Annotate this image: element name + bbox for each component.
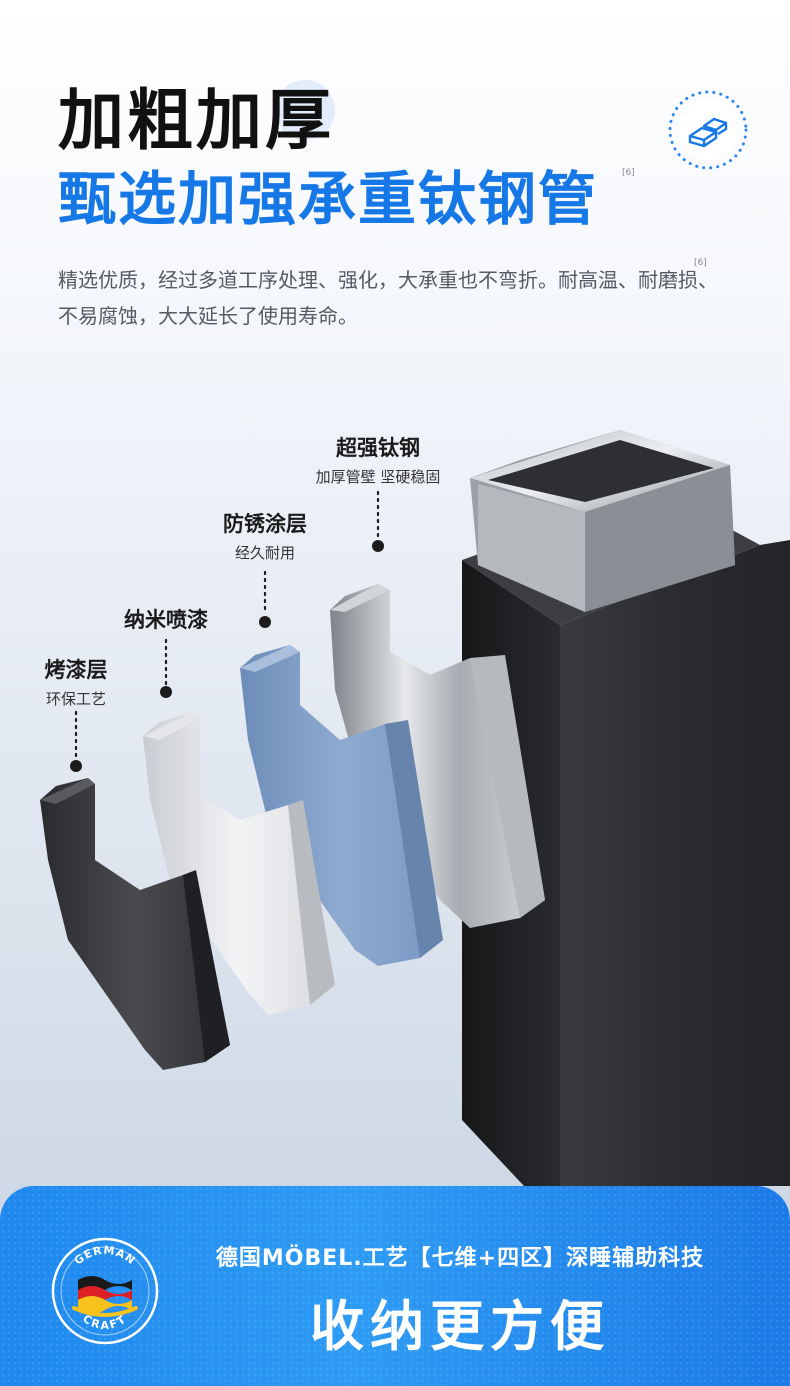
page-title: 加粗加厚 — [58, 82, 334, 159]
label-title: 纳米喷漆 — [124, 608, 208, 632]
steel-ingots-icon — [668, 90, 748, 170]
page-subtitle: 甄选加强承重钛钢管 — [58, 165, 599, 233]
label-baking-paint: 烤漆层 环保工艺 — [16, 654, 136, 709]
description-reference-mark: [6] — [694, 258, 707, 268]
pointer-dot-nano — [160, 686, 172, 698]
product-description: 精选优质，经过多道工序处理、强化，大承重也不弯折。耐高温、耐磨损、不易腐蚀，大大… — [58, 268, 718, 328]
svg-text:GERMAN: GERMAN — [72, 1244, 138, 1268]
label-subtitle: 加厚管壁 坚硬稳固 — [315, 468, 441, 486]
pointer-dot-steel — [372, 540, 384, 552]
german-craft-seal: GERMAN CRAFT — [51, 1237, 159, 1345]
titanium-steel-layer — [330, 584, 545, 928]
svg-text:CRAFT: CRAFT — [80, 1312, 129, 1332]
anti-rust-coating-layer — [240, 645, 443, 966]
label-titanium-steel: 超强钛钢 加厚管壁 坚硬稳固 — [298, 432, 458, 487]
label-nano-paint: 纳米喷漆 — [96, 604, 236, 634]
baking-paint-layer — [40, 778, 230, 1070]
label-subtitle: 经久耐用 — [234, 544, 295, 562]
banner-title: 收纳更方便 — [310, 1295, 610, 1358]
german-flag-icon — [72, 1276, 138, 1317]
label-title: 超强钛钢 — [336, 436, 420, 460]
seal-bottom-text: CRAFT — [80, 1312, 127, 1332]
bottom-banner: GERMAN CRAFT 德国MÖBEL.工艺【七维+四区】深睡辅助科技 收纳更… — [0, 1186, 790, 1386]
banner-subtitle: 德国MÖBEL.工艺【七维+四区】深睡辅助科技 — [215, 1246, 705, 1271]
pointer-dot-rust — [259, 616, 271, 628]
seal-top-text: GERMAN — [72, 1244, 137, 1268]
label-subtitle: 环保工艺 — [45, 690, 106, 708]
nano-paint-layer — [143, 712, 335, 1015]
pointer-dot-baking — [70, 760, 82, 772]
label-title: 防锈涂层 — [223, 512, 307, 536]
label-anti-rust: 防锈涂层 经久耐用 — [195, 508, 335, 563]
decorative-circle — [275, 80, 335, 140]
label-title: 烤漆层 — [44, 658, 108, 682]
reference-mark: [6] — [622, 168, 635, 178]
